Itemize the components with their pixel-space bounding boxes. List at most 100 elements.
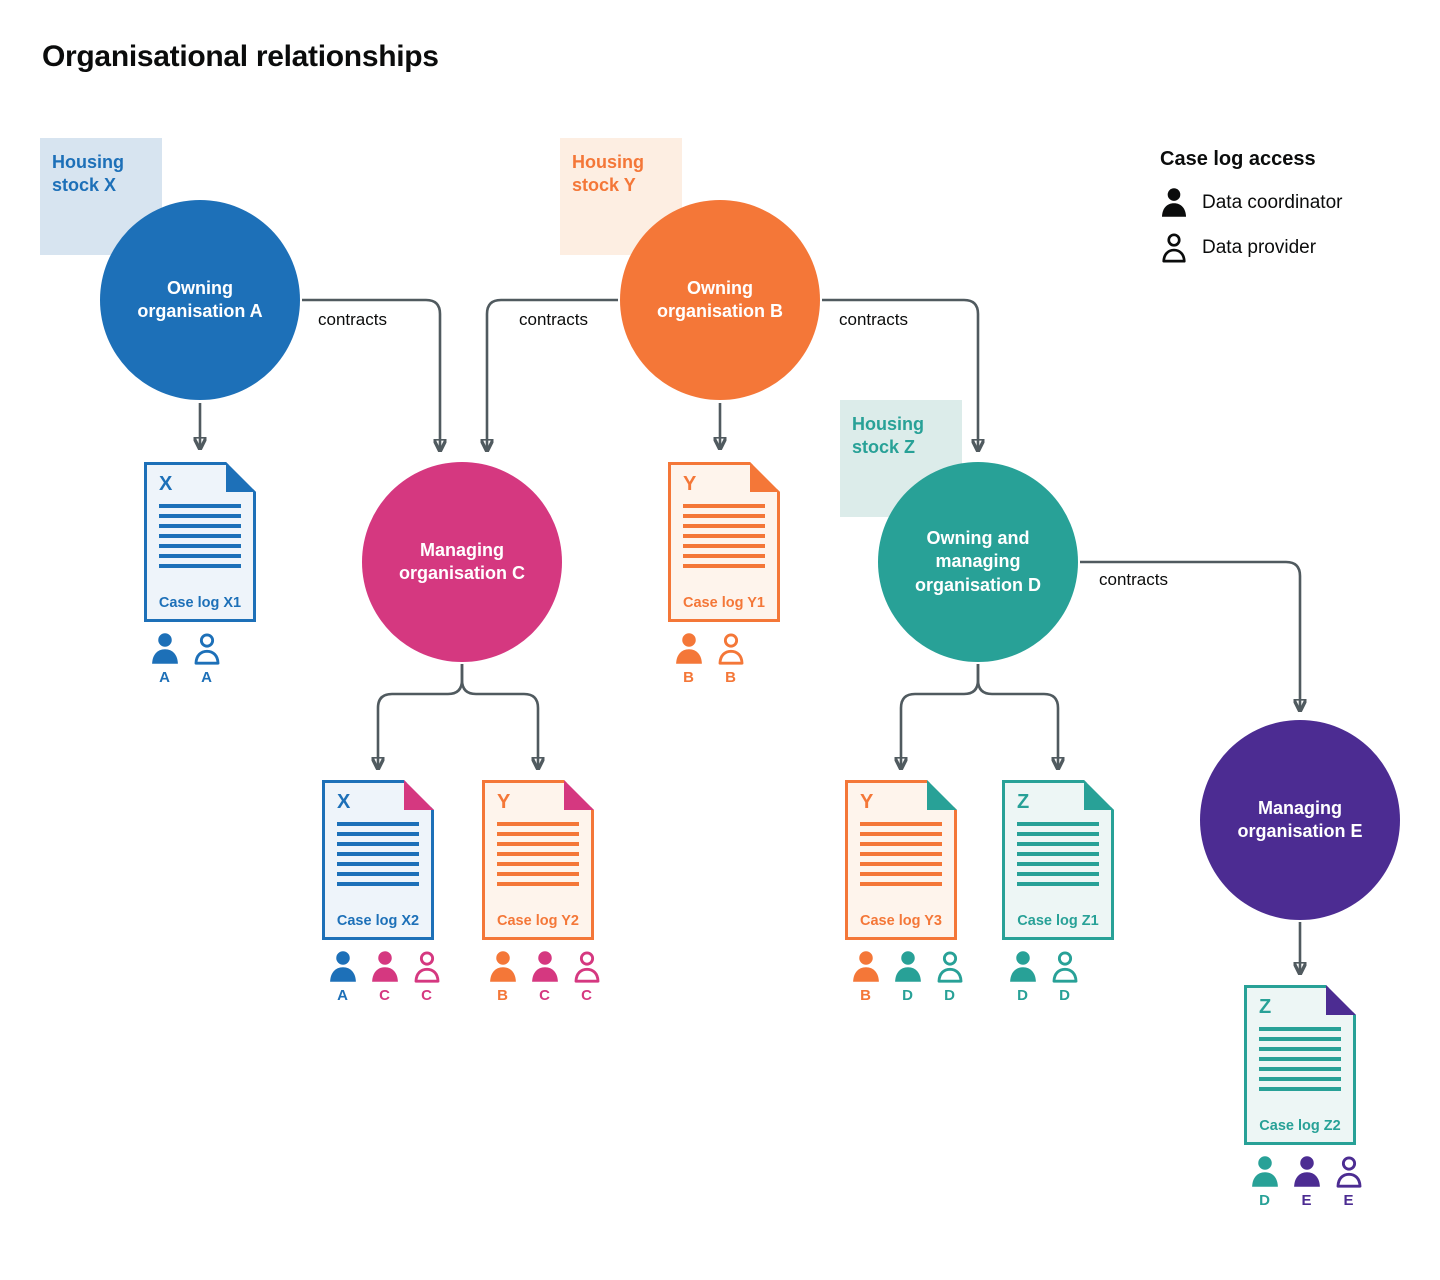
- access-person: E: [1332, 1155, 1365, 1209]
- data-coordinator-icon: [1008, 950, 1038, 983]
- case-log-title: Case log Z2: [1259, 1118, 1341, 1134]
- access-person-letter: C: [539, 987, 550, 1004]
- org-circle-d: Owning and managing organisation D: [878, 462, 1078, 662]
- org-d-label: Owning and managing organisation D: [914, 527, 1041, 595]
- access-person: B: [714, 632, 747, 686]
- data-coordinator-icon: [370, 950, 400, 983]
- access-person-letter: B: [497, 987, 508, 1004]
- case-log-z2-document: Z Case log Z2: [1244, 985, 1356, 1145]
- access-person: D: [1006, 950, 1039, 1004]
- legend-title: Case log access: [1160, 148, 1316, 170]
- access-person: A: [148, 632, 181, 686]
- access-person: A: [326, 950, 359, 1004]
- access-person-letter: D: [1259, 1192, 1270, 1209]
- contracts-label-b-c: contracts: [519, 310, 588, 329]
- org-b-label: Owning organisation B: [656, 277, 783, 321]
- access-person: D: [891, 950, 924, 1004]
- access-person-letter: C: [581, 987, 592, 1004]
- data-coordinator-icon: [488, 950, 518, 983]
- data-provider-icon: [192, 632, 222, 665]
- case-log-x1-document: X Case log X1: [144, 462, 256, 622]
- case-log-y2-document: Y Case log Y2: [482, 780, 594, 940]
- access-person-letter: A: [337, 987, 348, 1004]
- legend-item-label: Data provider: [1202, 236, 1317, 258]
- org-circle-b: Owning organisation B: [620, 200, 820, 400]
- access-person-letter: D: [902, 987, 913, 1004]
- contracts-label-a-c: contracts: [318, 310, 387, 329]
- case-log-y1-document: Y Case log Y1: [668, 462, 780, 622]
- access-person-letter: E: [1301, 1192, 1312, 1209]
- org-e-label: Managing organisation E: [1237, 797, 1363, 841]
- case-log-y1-access: B B: [672, 632, 747, 686]
- org-a-label: Owning organisation A: [137, 277, 263, 321]
- stock-letter: X: [337, 791, 351, 813]
- arrow-org-c-to-case-log-x2: [378, 664, 464, 766]
- data-coordinator-icon: [674, 632, 704, 665]
- data-coordinator-icon: [1250, 1155, 1280, 1188]
- legend-item-data-provider: Data provider: [1160, 232, 1342, 263]
- data-provider-icon: [1050, 950, 1080, 983]
- case-log-y3-document: Y Case log Y3: [845, 780, 957, 940]
- case-log-x2-document: X Case log X2: [322, 780, 434, 940]
- data-provider-icon: [412, 950, 442, 983]
- case-log-x2-access: A C C: [326, 950, 443, 1004]
- contracts-label-d-e: contracts: [1099, 570, 1168, 589]
- access-person: B: [672, 632, 705, 686]
- access-person-letter: B: [725, 669, 736, 686]
- data-coordinator-icon: [1292, 1155, 1322, 1188]
- access-person-letter: C: [421, 987, 432, 1004]
- data-coordinator-icon: [893, 950, 923, 983]
- data-provider-icon: [572, 950, 602, 983]
- case-log-title: Case log Y3: [860, 913, 942, 929]
- stock-letter: Y: [497, 791, 511, 813]
- document-text-lines: [497, 822, 579, 888]
- access-person-letter: D: [944, 987, 955, 1004]
- data-coordinator-icon: [530, 950, 560, 983]
- access-person-letter: D: [1059, 987, 1070, 1004]
- access-person-letter: A: [201, 669, 212, 686]
- page-title: Organisational relationships: [42, 40, 439, 73]
- case-log-access-legend: Case log access Data coordinator Data pr…: [1160, 148, 1342, 277]
- housing-stock-x-label: Housing stock X: [40, 138, 162, 255]
- data-coordinator-icon: [328, 950, 358, 983]
- access-person: C: [368, 950, 401, 1004]
- org-circle-e: Managing organisation E: [1200, 720, 1400, 920]
- document-text-lines: [1259, 1027, 1341, 1093]
- data-provider-icon: [1334, 1155, 1364, 1188]
- case-log-z1-access: D D: [1006, 950, 1081, 1004]
- arrow-org-c-to-case-log-y2: [460, 664, 538, 766]
- stock-letter: Z: [1259, 996, 1272, 1018]
- case-log-title: Case log X1: [158, 595, 242, 611]
- case-log-z2-access: D E E: [1248, 1155, 1365, 1209]
- access-person: D: [1048, 950, 1081, 1004]
- access-person: C: [410, 950, 443, 1004]
- case-log-title: Case log X2: [336, 913, 420, 929]
- org-c-label: Managing organisation C: [398, 539, 525, 583]
- data-provider-icon: [935, 950, 965, 983]
- stock-letter: Z: [1017, 791, 1030, 813]
- legend-item-label: Data coordinator: [1202, 191, 1343, 213]
- case-log-y2-access: B C C: [486, 950, 603, 1004]
- access-person: D: [933, 950, 966, 1004]
- data-provider-icon: [716, 632, 746, 665]
- case-log-y3-access: B D D: [849, 950, 966, 1004]
- contracts-label-b-d: contracts: [839, 310, 908, 329]
- stock-letter: Y: [683, 473, 697, 495]
- access-person-letter: A: [159, 669, 170, 686]
- case-log-title: Case log Z1: [1017, 913, 1099, 929]
- data-coordinator-icon: [851, 950, 881, 983]
- access-person: E: [1290, 1155, 1323, 1209]
- access-person-letter: C: [379, 987, 390, 1004]
- arrow-org-d-to-case-log-z1: [976, 664, 1058, 766]
- access-person: B: [849, 950, 882, 1004]
- access-person-letter: B: [860, 987, 871, 1004]
- org-circle-a: Owning organisation A: [100, 200, 300, 400]
- stock-letter: Y: [860, 791, 874, 813]
- access-person: D: [1248, 1155, 1281, 1209]
- access-person-letter: B: [683, 669, 694, 686]
- access-person: A: [190, 632, 223, 686]
- document-text-lines: [337, 822, 419, 888]
- document-text-lines: [860, 822, 942, 888]
- data-coordinator-icon: [1160, 187, 1188, 218]
